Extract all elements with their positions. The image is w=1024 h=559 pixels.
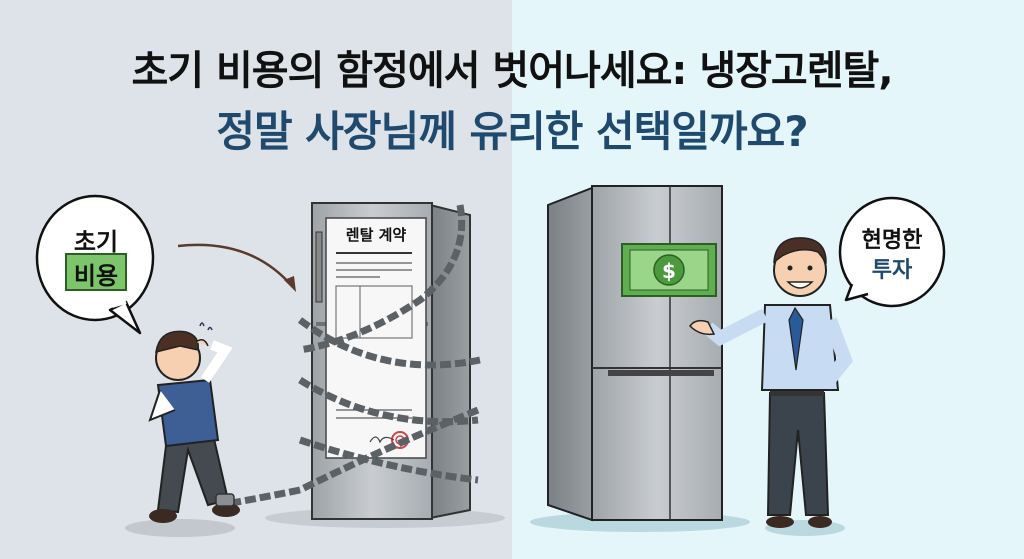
curved-arrow-icon: [177, 243, 293, 287]
signature: [369, 436, 395, 444]
right-bubble-line-2: 투자: [871, 258, 913, 283]
headline-line-1: 초기 비용의 함정에서 벗어나세요: 냉장고렌탈,: [131, 48, 893, 94]
headline-line-2: 정말 사장님께 유리한 선택일까요?: [216, 107, 808, 156]
right-bubble-line-1: 현명한: [861, 228, 923, 253]
chained-refrigerator: [219, 202, 505, 528]
left-speech-bubble: [35, 194, 155, 335]
banknote-icon: [65, 253, 127, 291]
rental-contract-document: [325, 217, 427, 459]
svg-text:$: $: [662, 259, 676, 283]
chain-icon: [219, 204, 481, 509]
confident-businessman: [689, 237, 853, 536]
left-bubble-line-1: 초기: [73, 228, 119, 256]
left-bubble-line-2: 비용: [73, 262, 119, 290]
four-door-refrigerator: $: [530, 185, 750, 532]
dollar-banknote-icon: $: [621, 243, 717, 297]
contract-title: 렌탈 계약: [345, 226, 407, 244]
stressed-man: [125, 322, 240, 537]
sweat-drops-icon: [199, 322, 213, 331]
right-speech-bubble: [838, 196, 946, 308]
shackle-icon: [215, 493, 235, 507]
